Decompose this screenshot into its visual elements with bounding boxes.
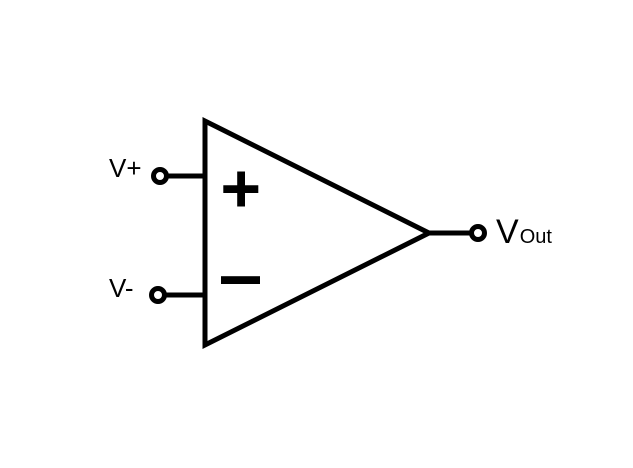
minus-icon — [221, 276, 260, 284]
label-v-plus: V+ — [109, 153, 142, 183]
label-v-out-main: V — [496, 213, 519, 251]
inverting-input-terminal — [149, 286, 167, 304]
plus-icon — [223, 171, 259, 207]
output-terminal — [469, 224, 487, 242]
label-v-out-subscript: Out — [520, 226, 553, 248]
opamp-triangle-body — [202, 116, 435, 350]
label-v-out: VOut — [496, 213, 552, 251]
label-v-minus: V- — [109, 273, 134, 303]
noninverting-input-terminal — [151, 167, 169, 185]
